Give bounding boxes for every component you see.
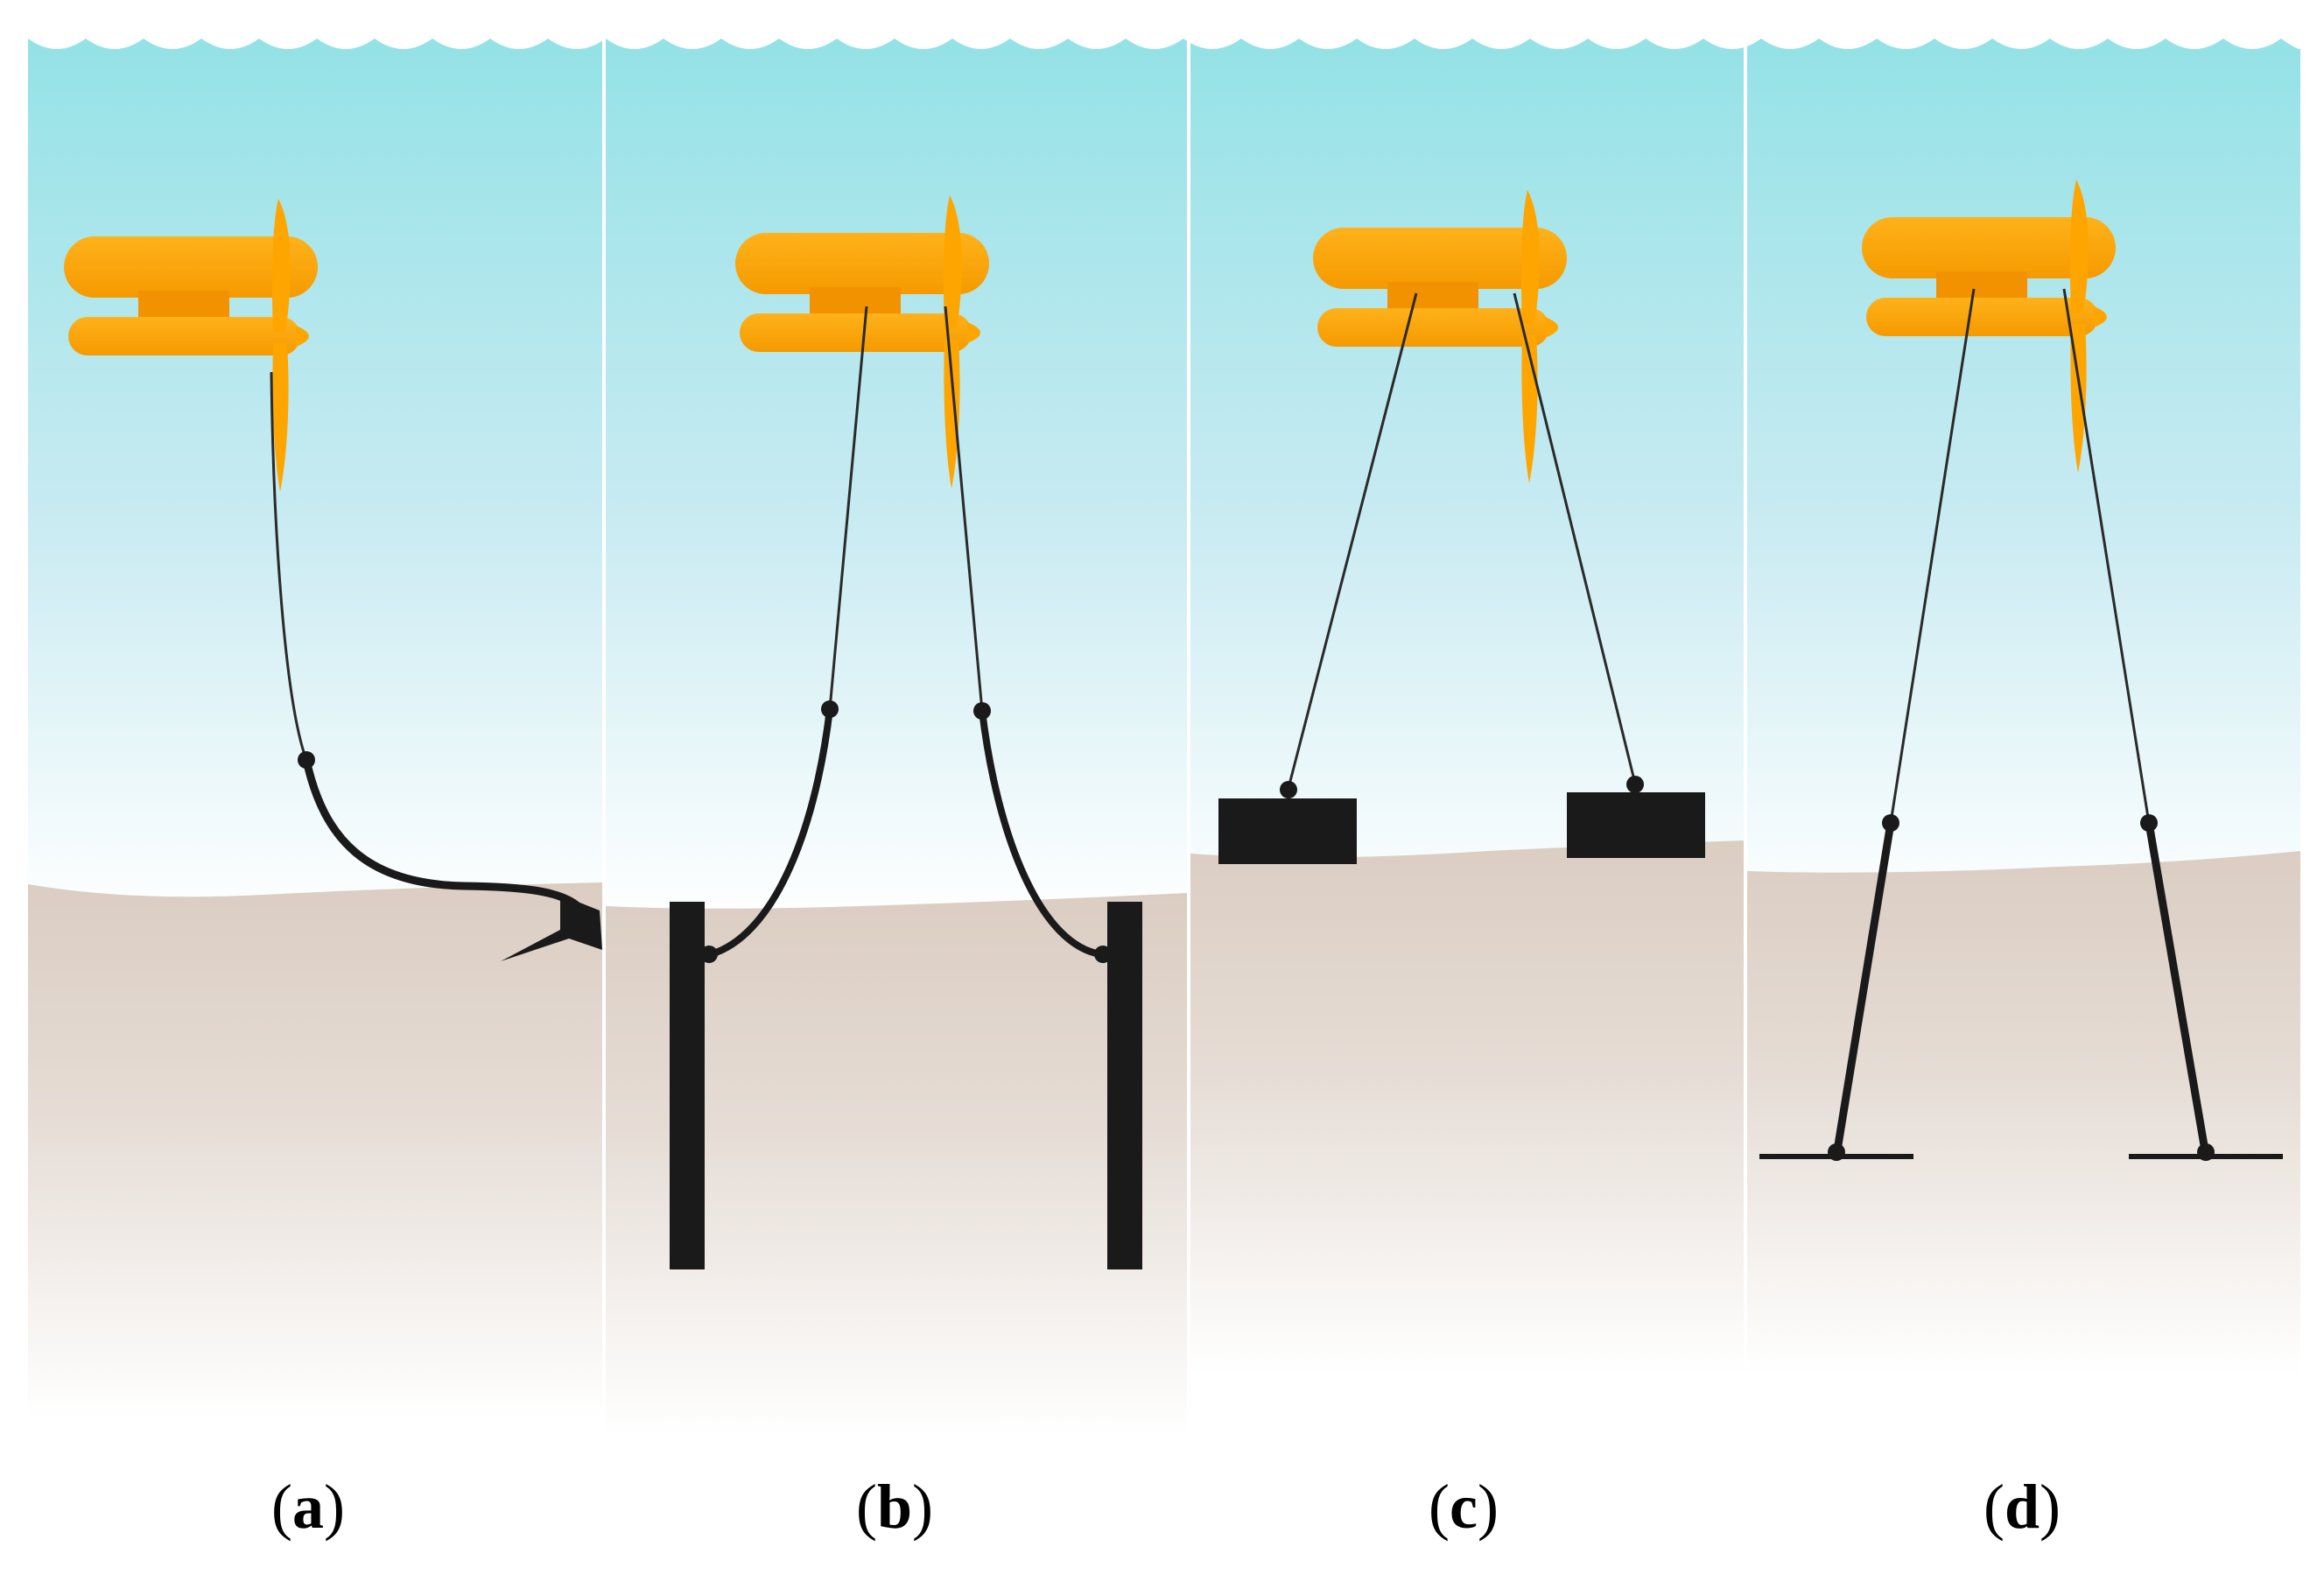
divider-ab xyxy=(602,35,606,1453)
connector-a xyxy=(298,751,315,769)
mooring-line-a xyxy=(270,371,308,761)
drag-anchor xyxy=(501,895,602,961)
panel-a xyxy=(28,35,602,1418)
pile-anchor-left xyxy=(670,902,705,1269)
mooring-line-b-right xyxy=(944,306,984,712)
seabed-d xyxy=(1747,851,2300,1375)
plate-connector-left xyxy=(1828,1143,1845,1161)
mooring-line-b-left xyxy=(828,306,868,710)
sea-surface-waves xyxy=(28,0,2303,49)
gravity-anchor-right xyxy=(1567,792,1705,858)
water-c xyxy=(1190,35,1744,919)
water-d xyxy=(1747,35,2300,919)
panel-d xyxy=(1747,35,2300,1375)
mooring-line-d-left xyxy=(1889,288,1976,824)
caption-a: (a) xyxy=(271,1472,345,1542)
caption-b: (b) xyxy=(855,1472,933,1542)
connector-d-right xyxy=(2140,814,2158,832)
seabed-a xyxy=(28,882,602,1418)
pile-connector-right xyxy=(1094,946,1112,963)
seabed-c xyxy=(1190,840,1744,1375)
chain-a xyxy=(302,756,582,911)
pile-connector-left xyxy=(700,946,718,963)
chain-b-right xyxy=(979,710,1102,958)
connector-c-right xyxy=(1626,776,1644,793)
water-a xyxy=(28,35,602,919)
plate-connector-right xyxy=(2197,1143,2215,1161)
panel-c xyxy=(1190,35,1744,1375)
chain-d-left xyxy=(1832,822,1895,1157)
connector-c-left xyxy=(1280,781,1297,798)
caption-c: (c) xyxy=(1429,1472,1499,1542)
panel-b xyxy=(606,35,1187,1436)
connector-b-right xyxy=(973,702,991,720)
divider-bc xyxy=(1187,35,1190,1453)
mooring-line-c-right xyxy=(1513,292,1637,784)
chain-b-left xyxy=(709,708,833,958)
connector-d-left xyxy=(1882,814,1899,832)
chain-d-right xyxy=(2145,822,2210,1157)
caption-d: (d) xyxy=(1983,1472,2061,1542)
pile-anchor-right xyxy=(1107,902,1142,1269)
mooring-line-d-right xyxy=(2062,288,2151,824)
divider-cd xyxy=(1744,35,1747,1453)
seabed-b xyxy=(606,893,1187,1436)
gravity-anchor-left xyxy=(1218,798,1357,864)
mooring-line-c-left xyxy=(1287,292,1418,789)
connector-b-left xyxy=(821,700,839,718)
water-b xyxy=(606,35,1187,919)
